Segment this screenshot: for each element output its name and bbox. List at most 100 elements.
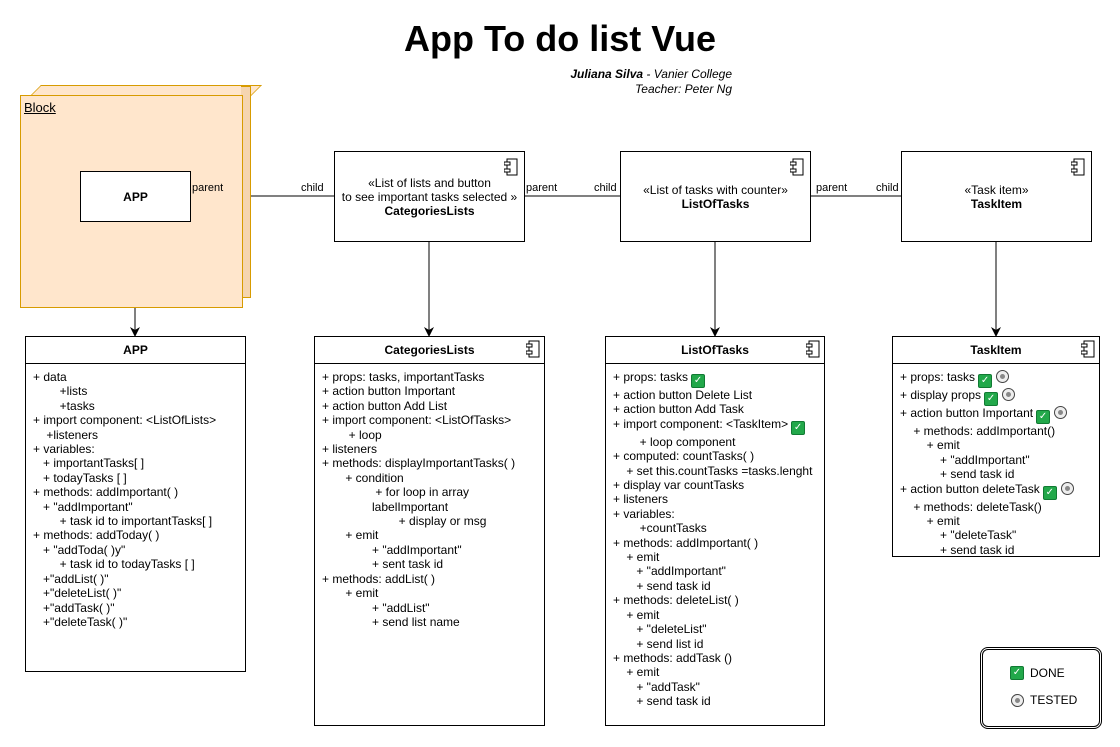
class-member-line: + display var countTasks xyxy=(613,478,824,492)
member-text: + emit xyxy=(613,550,660,565)
component-icon xyxy=(1071,158,1085,176)
component-icon xyxy=(790,158,804,176)
class-name: ListOfTasks xyxy=(681,343,749,357)
member-text: + "deleteTask" xyxy=(900,528,1017,543)
class-box-taskitem[interactable]: TaskItem + props: tasks✓+ display props✓… xyxy=(892,336,1100,557)
class-member-line: + props: tasks✓ xyxy=(613,370,824,388)
member-text: +countTasks xyxy=(613,521,707,536)
member-text: + send task id xyxy=(613,578,711,593)
class-member-line: + import component: <ListOfLists> xyxy=(33,413,245,427)
member-text: + import component: <ListOfLists> xyxy=(33,413,217,428)
member-text: + listeners xyxy=(613,492,669,507)
class-box-listoftasks[interactable]: ListOfTasks + props: tasks✓+ action butt… xyxy=(605,336,825,726)
member-text: + data xyxy=(33,370,67,384)
class-body: + props: tasks, importantTasks+ action b… xyxy=(315,364,544,629)
class-member-line: + action button deleteTask✓ xyxy=(900,481,1099,500)
listoftasks-node-name: ListOfTasks xyxy=(681,196,750,211)
component-icon xyxy=(526,340,540,358)
member-text: + action button deleteTask xyxy=(900,481,1040,496)
member-text: +lists xyxy=(33,384,88,399)
check-icon: ✓ xyxy=(978,374,993,388)
class-member-line: + computed: countTasks( ) xyxy=(613,449,824,463)
class-member-line: + emit xyxy=(613,550,824,564)
member-text: + props: tasks xyxy=(900,370,976,384)
class-body: + props: tasks✓+ display props✓+ action … xyxy=(893,364,1099,557)
class-member-line: + task id to todayTasks [ ] xyxy=(33,557,245,571)
member-text: + methods: addTask () xyxy=(613,650,733,665)
class-box-app[interactable]: APP + data +lists +tasks+ import compone… xyxy=(25,336,246,672)
class-member-line: + methods: displayImportantTasks( ) xyxy=(322,456,544,470)
member-text: + props: tasks xyxy=(613,370,689,384)
class-member-line: + importantTasks[ ] xyxy=(33,456,245,470)
member-text: +"deleteList( )" xyxy=(33,586,122,601)
tested-icon xyxy=(1054,406,1068,419)
app-node[interactable]: APP xyxy=(80,171,191,222)
member-text: + methods: deleteList( ) xyxy=(613,593,739,608)
class-member-line: + condition xyxy=(322,471,544,485)
edge-child-label: child xyxy=(301,182,324,194)
member-text: +"deleteTask( )" xyxy=(33,614,128,629)
member-text: + import component: <ListOfTasks> xyxy=(322,413,512,428)
class-member-line: +"addTask( )" xyxy=(33,601,245,615)
class-member-line: + send task id xyxy=(900,467,1099,481)
class-member-line: + send task id xyxy=(613,694,824,708)
class-member-line: + "addImportant" xyxy=(900,453,1099,467)
member-text: + condition xyxy=(322,470,404,485)
categories-node[interactable]: «List of lists and button to see importa… xyxy=(334,151,525,242)
edge-parent-label: parent xyxy=(526,182,558,194)
class-member-line: + emit xyxy=(322,586,544,600)
tested-icon xyxy=(1002,388,1016,401)
member-text: + variables: xyxy=(33,442,95,457)
taskitem-stereotype: «Task item» xyxy=(964,182,1029,197)
class-member-line: + import component: <TaskItem>✓ xyxy=(613,417,824,435)
class-member-line: + "addImportant" xyxy=(33,500,245,514)
class-member-line: + listeners xyxy=(613,492,824,506)
author-separator: - xyxy=(643,67,654,81)
member-text: + "addTask" xyxy=(613,679,700,694)
component-icon xyxy=(806,340,820,358)
member-text: + emit xyxy=(322,586,379,601)
class-member-line: + "addImportant" xyxy=(322,543,544,557)
member-text: + task id to importantTasks[ ] xyxy=(33,514,213,529)
class-member-line: + loop component xyxy=(613,435,824,449)
class-member-line: + emit xyxy=(613,665,824,679)
class-member-line: + display or msg xyxy=(322,514,544,528)
class-box-categories[interactable]: CategoriesLists + props: tasks, importan… xyxy=(314,336,545,726)
class-member-line: +lists xyxy=(33,384,245,398)
member-text: +listeners xyxy=(33,427,99,442)
member-text: + action button Important xyxy=(322,384,456,399)
member-text: + methods: addImportant( ) xyxy=(33,485,179,500)
class-body: + props: tasks✓+ action button Delete Li… xyxy=(606,364,824,709)
class-member-line: + for loop in array xyxy=(322,485,544,499)
class-member-line: + sent task id xyxy=(322,557,544,571)
class-body: + data +lists +tasks+ import component: … xyxy=(26,364,245,629)
check-icon: ✓ xyxy=(691,374,706,388)
member-text: + props: tasks, importantTasks xyxy=(322,370,485,384)
legend-done-row: ✓ DONE xyxy=(1007,666,1065,680)
class-header: TaskItem xyxy=(893,337,1099,364)
member-text: + display var countTasks xyxy=(613,478,745,493)
diagram-title: App To do list Vue xyxy=(404,18,716,59)
class-member-line: + action button Important✓ xyxy=(900,406,1099,424)
class-member-line: + methods: addToday( ) xyxy=(33,528,245,542)
listoftasks-node[interactable]: «List of tasks with counter» ListOfTasks xyxy=(620,151,811,242)
class-member-line: + methods: addImportant( ) xyxy=(33,485,245,499)
class-member-line: + todayTasks [ ] xyxy=(33,471,245,485)
member-text: + for loop in array xyxy=(322,485,470,500)
member-text: + "addToda( )y" xyxy=(33,542,126,557)
member-text: + send task id xyxy=(613,694,711,709)
class-member-line: + "addImportant" xyxy=(613,564,824,578)
class-name: CategoriesLists xyxy=(384,343,475,357)
member-text: + "addList" xyxy=(322,600,430,615)
member-text: + methods: addImportant( ) xyxy=(613,535,759,550)
member-text: + send task id xyxy=(900,467,1015,482)
class-member-line: + action button Add List xyxy=(322,399,544,413)
tested-icon xyxy=(996,370,1010,383)
class-member-line: + "addToda( )y" xyxy=(33,543,245,557)
member-text: + methods: addImportant() xyxy=(900,424,1056,438)
taskitem-node[interactable]: «Task item» TaskItem xyxy=(901,151,1092,242)
legend-tested-label: TESTED xyxy=(1030,693,1078,707)
legend-tested-row: TESTED xyxy=(1007,693,1077,707)
member-text: + display or msg xyxy=(322,514,487,529)
class-member-line: + send task id xyxy=(613,579,824,593)
